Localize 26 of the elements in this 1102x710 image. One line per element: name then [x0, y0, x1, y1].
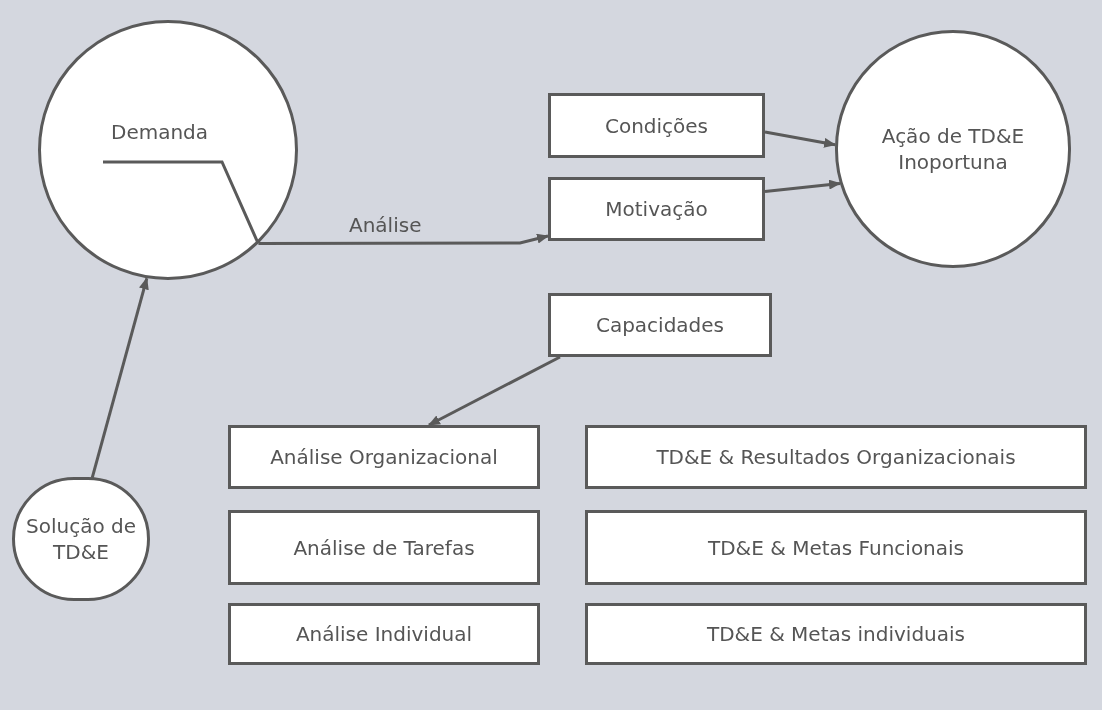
process-box [228, 425, 540, 489]
node-label: Solução de TD&E [25, 513, 137, 565]
node-label: TD&E & Resultados Organizacionais [655, 444, 1017, 470]
process-box [548, 93, 765, 158]
process-box [548, 293, 772, 357]
arrow [258, 233, 549, 245]
process-box [585, 603, 1087, 665]
node-label: Ação de TD&E Inoportuna [880, 123, 1026, 175]
node-label: Análise Organizacional [269, 444, 499, 470]
node-label: TD&E & Metas individuais [705, 621, 967, 647]
node-label: Condições [603, 112, 710, 139]
node-label: TD&E & Metas Funcionais [706, 534, 966, 561]
arrow [90, 277, 149, 479]
process-box [548, 177, 765, 241]
process-box [585, 510, 1087, 585]
node-label: Análise de Tarefas [292, 534, 476, 561]
node-label: Demanda [110, 119, 210, 145]
process-box [228, 603, 540, 665]
arrow [764, 130, 837, 148]
node-label: Motivação [604, 196, 709, 222]
process-box [228, 510, 540, 585]
arrow [764, 179, 841, 194]
node-label: Análise Individual [294, 621, 474, 647]
process-box [585, 425, 1087, 489]
arrow [428, 355, 561, 427]
node-label: Capacidades [594, 312, 726, 338]
